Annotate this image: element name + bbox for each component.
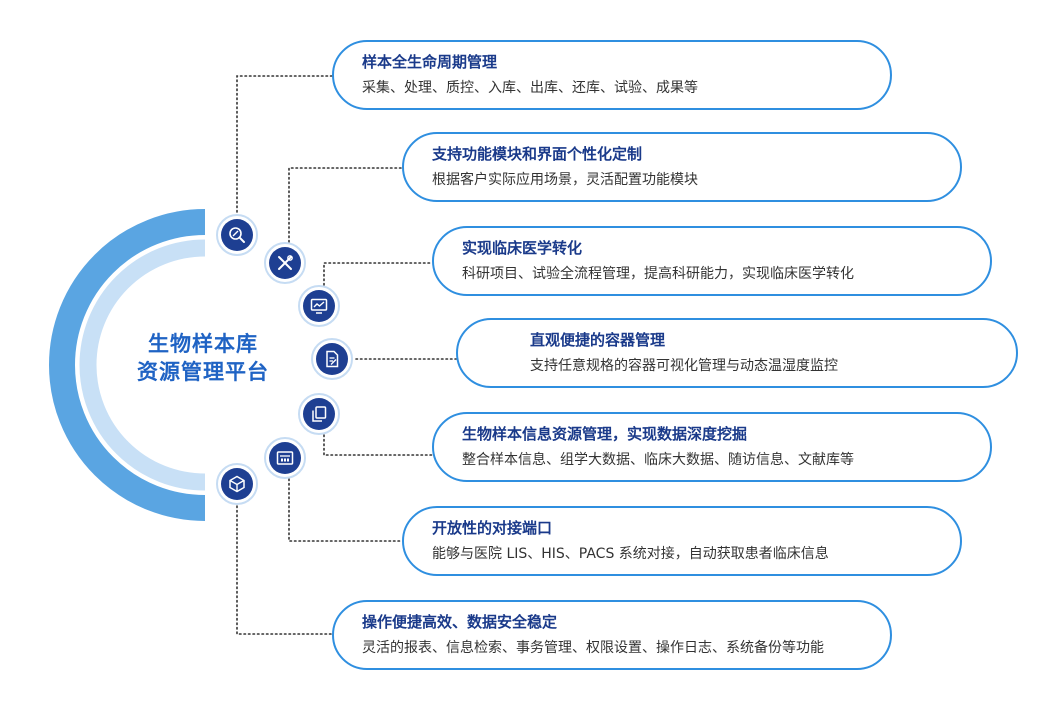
card-1-title: 样本全生命周期管理: [362, 53, 498, 71]
badge-3: [298, 285, 340, 327]
card-3-desc: 科研项目、试验全流程管理，提高科研能力，实现临床医学转化: [462, 266, 854, 282]
server-port-icon: [276, 451, 294, 465]
card-5-desc: 整合样本信息、组学大数据、临床大数据、随访信息、文献库等: [462, 452, 854, 468]
copy-files-icon: [312, 406, 327, 422]
badge-1-fill: [221, 219, 253, 251]
outer-arc: [49, 209, 206, 521]
monitor-chart-icon: [310, 298, 328, 314]
center-title: 生物样本库 资源管理平台: [128, 330, 278, 386]
tools-icon: [278, 255, 293, 270]
cube-icon: [229, 475, 245, 493]
card-1-desc: 采集、处理、质控、入库、出库、还库、试验、成果等: [362, 80, 698, 96]
badge-5: [298, 393, 340, 435]
connector-1: [236, 75, 333, 213]
card-3-title: 实现临床医学转化: [462, 239, 583, 257]
connector-5: [323, 434, 433, 456]
badge-6: [264, 437, 306, 479]
inner-arc: [79, 239, 206, 491]
card-5-title: 生物样本信息资源管理，实现数据深度挖掘: [462, 425, 748, 443]
card-7-desc: 灵活的报表、信息检索、事务管理、权限设置、操作日志、系统备份等功能: [362, 640, 824, 656]
badge-4: [311, 338, 353, 380]
document-edit-icon: [326, 350, 339, 368]
badge-6-fill: [269, 442, 301, 474]
connector-6: [288, 478, 403, 542]
card-2: 支持功能模块和界面个性化定制 根据客户实际应用场景，灵活配置功能模块: [402, 132, 962, 202]
badge-7: [216, 463, 258, 505]
card-2-title: 支持功能模块和界面个性化定制: [432, 145, 643, 163]
badge-1: [216, 214, 258, 256]
card-1: 样本全生命周期管理 采集、处理、质控、入库、出库、还库、试验、成果等: [332, 40, 892, 110]
card-4-desc: 支持任意规格的容器可视化管理与动态温湿度监控: [530, 358, 838, 374]
card-6-title: 开放性的对接端口: [432, 519, 553, 537]
card-4: 直观便捷的容器管理 支持任意规格的容器可视化管理与动态温湿度监控: [456, 318, 1018, 388]
connector-3: [323, 262, 433, 286]
center-title-line2: 资源管理平台: [137, 360, 269, 384]
connector-7: [236, 505, 333, 635]
connectors: [236, 75, 457, 635]
connector-2: [288, 167, 403, 243]
badge-4-fill: [316, 343, 348, 375]
card-7-title: 操作便捷高效、数据安全稳定: [362, 613, 558, 631]
center-title-line1: 生物样本库: [148, 332, 258, 356]
badge-2-fill: [269, 247, 301, 279]
card-6: 开放性的对接端口 能够与医院 LIS、HIS、PACS 系统对接，自动获取患者临…: [402, 506, 962, 576]
card-2-desc: 根据客户实际应用场景，灵活配置功能模块: [432, 172, 698, 188]
card-7: 操作便捷高效、数据安全稳定 灵活的报表、信息检索、事务管理、权限设置、操作日志、…: [332, 600, 892, 670]
card-6-desc: 能够与医院 LIS、HIS、PACS 系统对接，自动获取患者临床信息: [432, 546, 829, 562]
card-5: 生物样本信息资源管理，实现数据深度挖掘 整合样本信息、组学大数据、临床大数据、随…: [432, 412, 992, 482]
badge-7-fill: [221, 468, 253, 500]
badge-3-fill: [303, 290, 335, 322]
search-sample-icon: [229, 227, 245, 243]
badge-5-fill: [303, 398, 335, 430]
card-3: 实现临床医学转化 科研项目、试验全流程管理，提高科研能力，实现临床医学转化: [432, 226, 992, 296]
card-4-title: 直观便捷的容器管理: [530, 331, 666, 349]
badge-2: [264, 242, 306, 284]
